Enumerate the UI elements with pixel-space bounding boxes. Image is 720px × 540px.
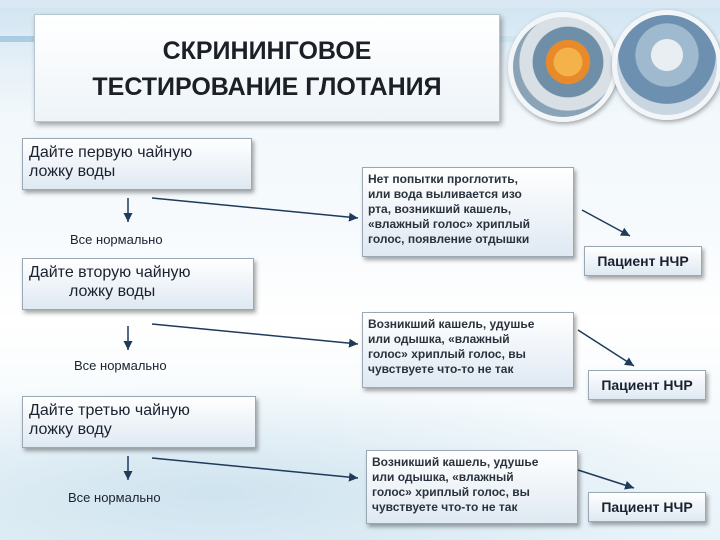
slide-title: СКРИНИНГОВОЕ ТЕСТИРОВАНИЕ ГЛОТАНИЯ: [34, 14, 500, 122]
step-3-line-2: ложку воду: [29, 421, 112, 438]
step-box-3: Дайте третью чайную ложку воду: [22, 396, 256, 448]
symptoms-box-1: Нет попытки проглотить, или вода выливае…: [362, 167, 574, 257]
symptoms-2-line-3: голос» хриплый голос, вы: [368, 347, 526, 361]
symptoms-3-line-3: голос» хриплый голос, вы: [372, 485, 530, 499]
result-box-3: Пациент НЧР: [588, 492, 706, 522]
step-3-line-1: Дайте третью чайную: [29, 402, 190, 419]
symptoms-1-line-3: рта, возникший кашель,: [368, 202, 512, 216]
arrow-right-2: [151, 323, 359, 348]
symptoms-2-line-4: чувствуете что-то не так: [368, 362, 514, 376]
symptoms-3-line-1: Возникший кашель, удушье: [372, 455, 539, 469]
result-box-2: Пациент НЧР: [588, 370, 706, 400]
symptoms-1-line-5: голос, появление отдышки: [368, 232, 530, 246]
step-box-2: Дайте вторую чайную ложку воды: [22, 258, 254, 310]
arrow-result-3: [577, 469, 635, 490]
symptoms-box-2: Возникший кашель, удушье или одышка, «вл…: [362, 312, 574, 388]
arrow-right-1: [151, 197, 359, 222]
symptoms-3-line-2: или одышка, «влажный: [372, 470, 514, 484]
symptoms-2-line-2: или одышка, «влажный: [368, 332, 510, 346]
step-1-line-2: ложку воды: [29, 163, 116, 180]
ok-label-3: Все нормально: [68, 490, 161, 505]
symptoms-2-line-1: Возникший кашель, удушье: [368, 317, 535, 331]
step-1-line-1: Дайте первую чайную: [29, 144, 193, 161]
symptoms-3-line-4: чувствуете что-то не так: [372, 500, 518, 514]
ok-label-1: Все нормально: [70, 232, 163, 247]
doctor-photo: [612, 10, 720, 120]
step-2-line-2: ложку воды: [69, 283, 156, 300]
header-stripe: [0, 0, 720, 8]
title-line-2: ТЕСТИРОВАНИЕ ГЛОТАНИЯ: [92, 73, 442, 101]
arrow-result-2: [577, 329, 635, 367]
symptoms-1-line-1: Нет попытки проглотить,: [368, 172, 519, 186]
arrow-right-3: [151, 457, 359, 482]
symptoms-1-line-2: или вода выливается изо: [368, 187, 522, 201]
step-box-1: Дайте первую чайную ложку воды: [22, 138, 252, 190]
ok-label-2: Все нормально: [74, 358, 167, 373]
result-box-1: Пациент НЧР: [584, 246, 702, 276]
arrow-result-1: [581, 209, 631, 237]
symptoms-1-line-4: «влажный голос» хриплый: [368, 217, 530, 231]
symptoms-box-3: Возникший кашель, удушье или одышка, «вл…: [366, 450, 578, 524]
title-line-1: СКРИНИНГОВОЕ: [162, 37, 372, 65]
step-2-line-1: Дайте вторую чайную: [29, 264, 191, 281]
